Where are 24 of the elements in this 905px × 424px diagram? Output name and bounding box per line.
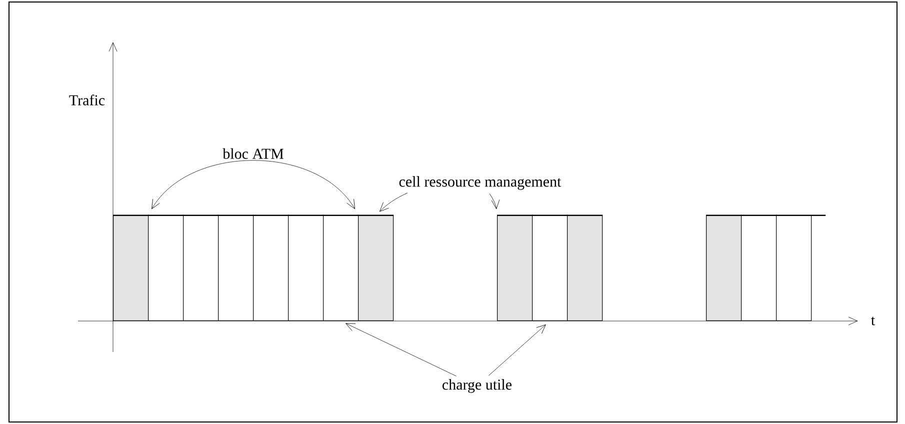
arrow [488, 324, 546, 376]
axis-label: t [871, 316, 875, 326]
cell [288, 214, 324, 321]
cell [532, 214, 568, 321]
cell [706, 214, 742, 321]
cell [741, 214, 777, 321]
arrow [380, 192, 408, 212]
arrow [346, 323, 456, 376]
axis-label: Trafic [69, 94, 105, 106]
cell [497, 214, 533, 321]
arrow [489, 193, 500, 210]
cell [218, 214, 254, 321]
annotation-text: cell ressource management [399, 176, 562, 190]
annotation-text: charge utile [442, 379, 512, 393]
cell [776, 214, 826, 321]
cell [323, 214, 359, 321]
cell [113, 214, 149, 321]
cell [253, 214, 289, 321]
cell [567, 214, 603, 321]
cell [358, 214, 394, 321]
cell [183, 214, 219, 321]
cell [148, 214, 184, 321]
edge-label: bloc ATM [222, 147, 285, 160]
arrow [152, 160, 356, 210]
